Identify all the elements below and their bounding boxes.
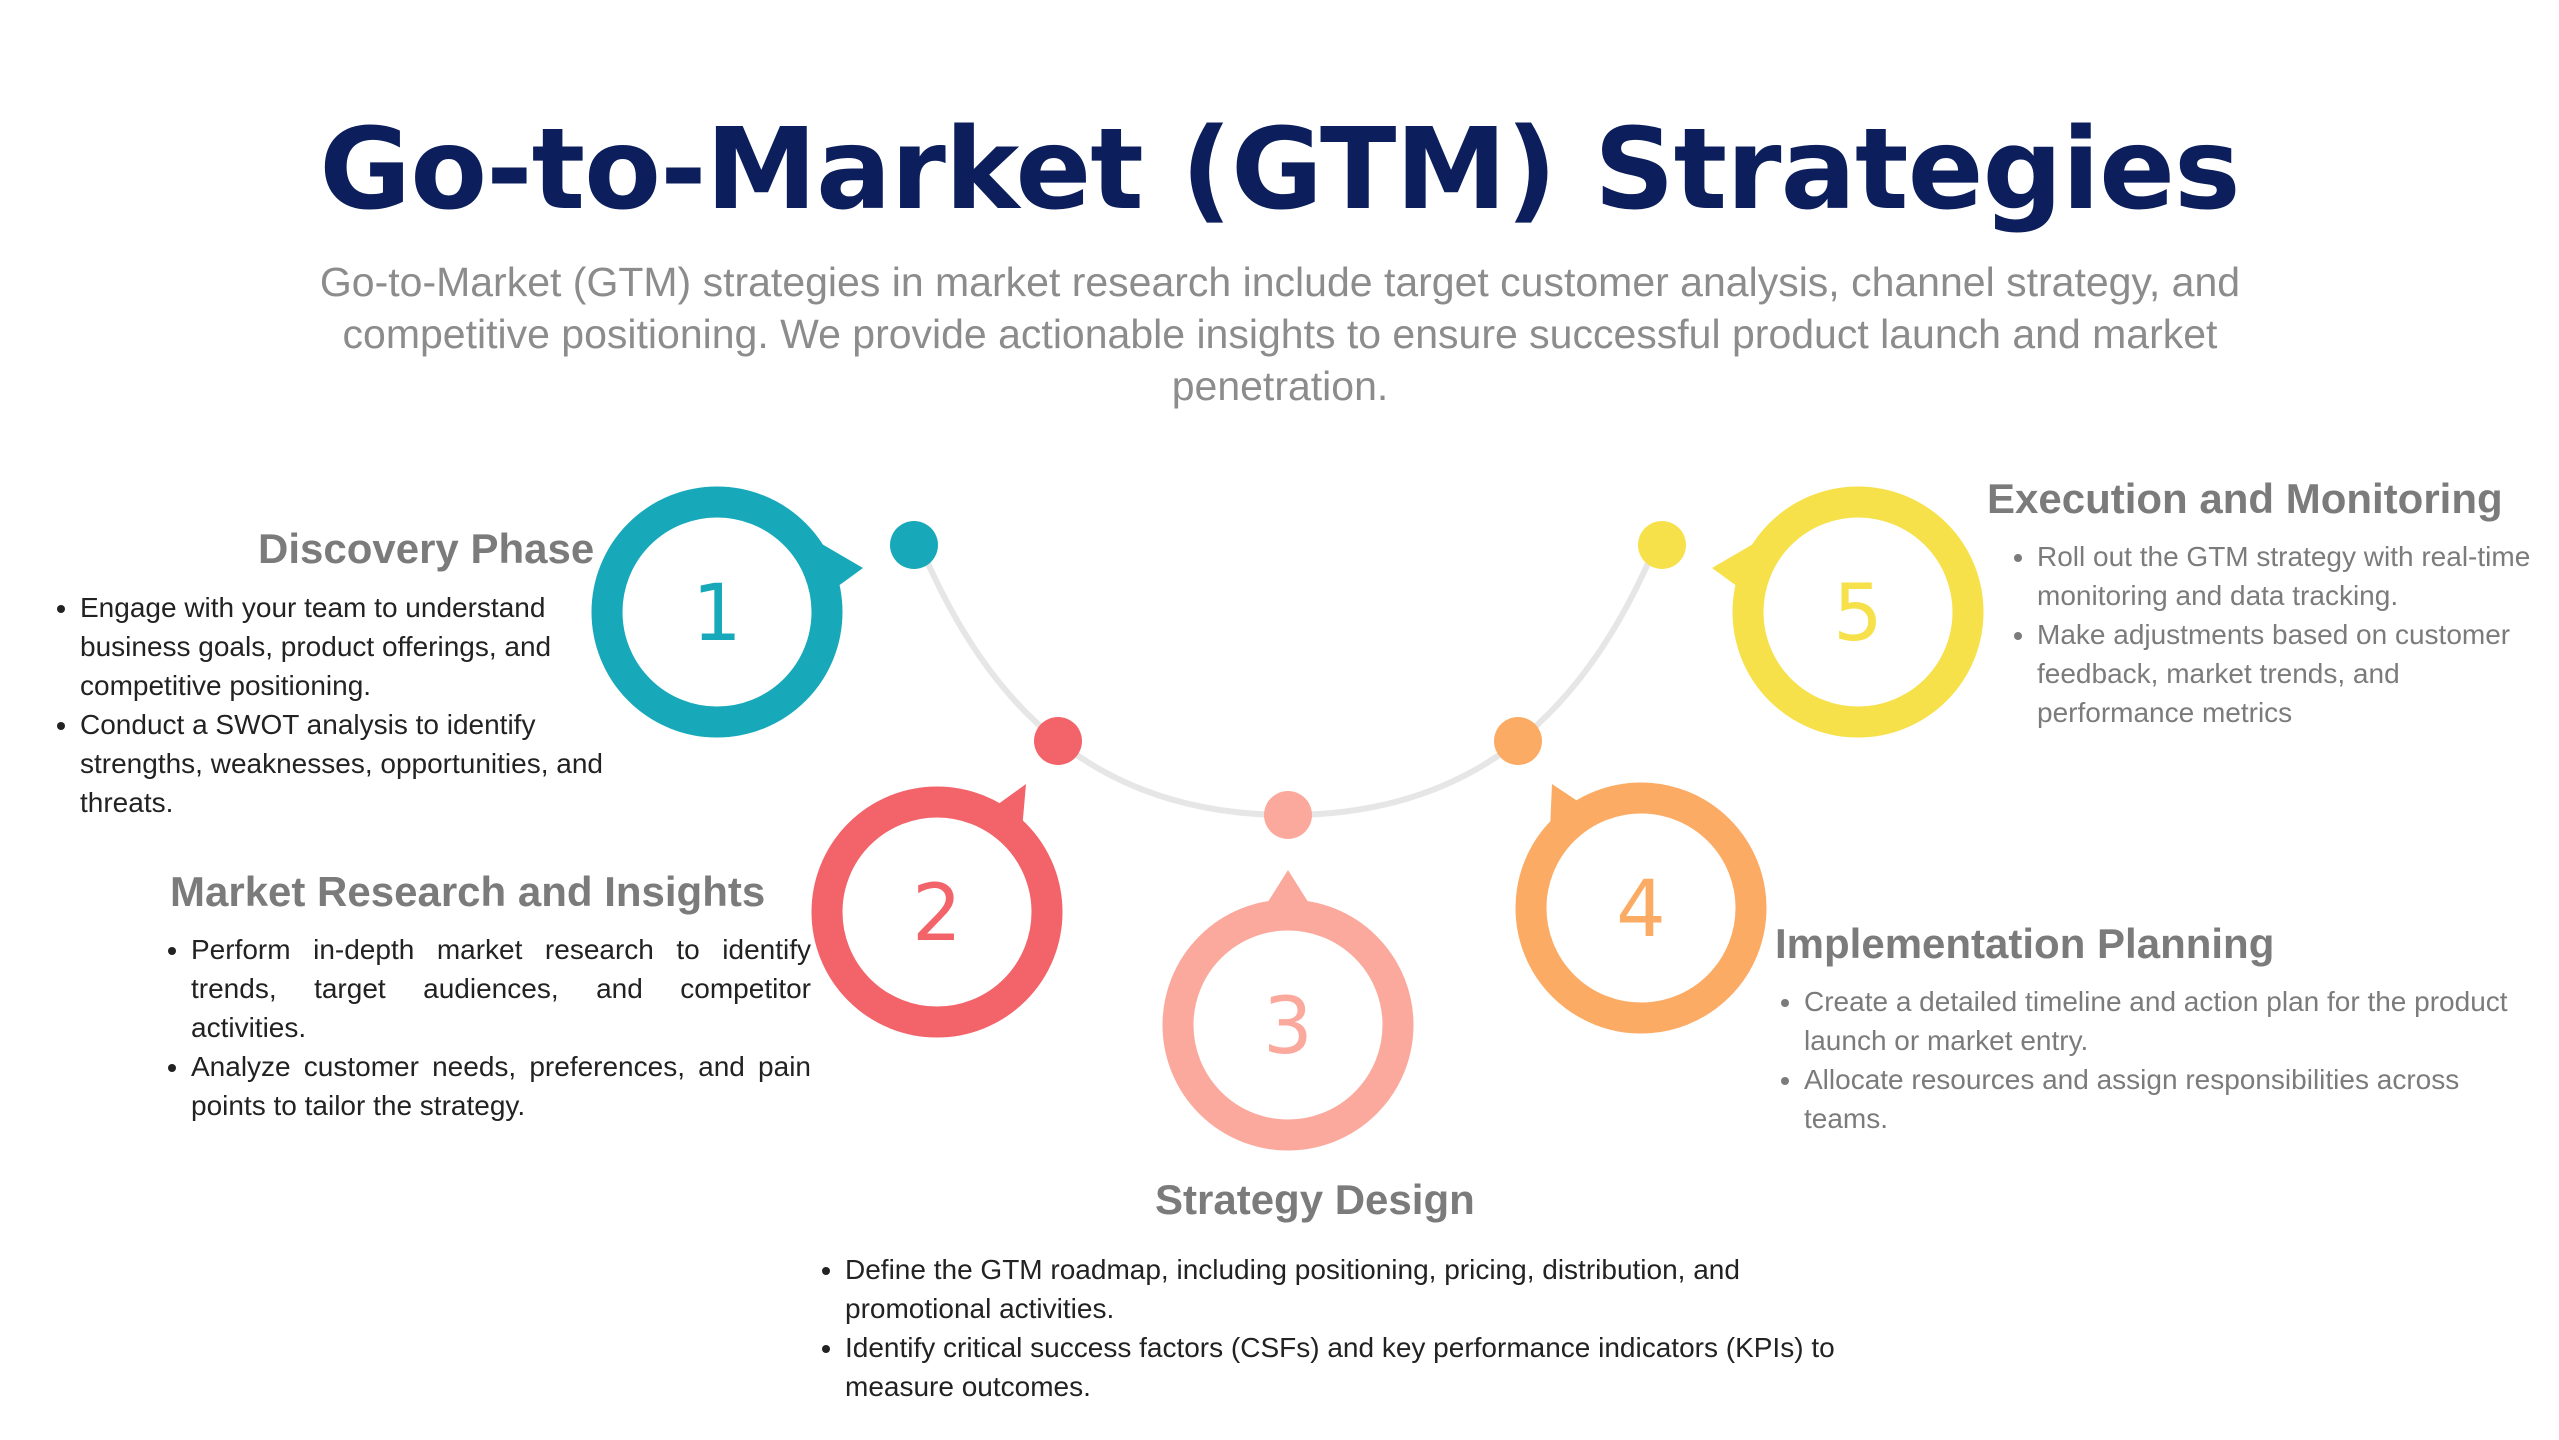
step-2-number: 2 (912, 869, 962, 959)
step-4-bullet: Allocate resources and assign responsibi… (1804, 1060, 2524, 1138)
step-1-dot (890, 521, 938, 569)
step-2-ring: 2 (811, 784, 1063, 1038)
step-5-bullets: Roll out the GTM strategy with real-time… (1997, 537, 2557, 732)
step-1-heading: Discovery Phase (258, 525, 595, 572)
page-subtitle: Go-to-Market (GTM) strategies in market … (319, 259, 2241, 409)
connector-arc (917, 543, 1659, 819)
step-2-heading: Market Research and Insights (170, 868, 766, 915)
step-3-bullet: Identify critical success factors (CSFs)… (845, 1328, 1865, 1406)
step-4-dot (1494, 717, 1542, 765)
step-4-number: 4 (1616, 865, 1666, 955)
step-5-dot (1638, 521, 1686, 569)
step-1-bullets: Engage with your team to understand busi… (40, 588, 630, 822)
step-5-heading: Execution and Monitoring (1987, 475, 2503, 522)
step-3-bullet: Define the GTM roadmap, including positi… (845, 1250, 1865, 1328)
step-1-ring: 1 (591, 486, 863, 738)
step-4-bullet: Create a detailed timeline and action pl… (1804, 982, 2524, 1060)
step-1-bullet: Conduct a SWOT analysis to identify stre… (80, 705, 630, 822)
step-4-bullets: Create a detailed timeline and action pl… (1764, 982, 2524, 1138)
step-3-ring: 3 (1162, 870, 1414, 1151)
step-3-heading: Strategy Design (1155, 1176, 1475, 1223)
step-1-number: 1 (692, 569, 742, 659)
step-5-bullet: Roll out the GTM strategy with real-time… (2037, 537, 2557, 615)
page-title: Go-to-Market (GTM) Strategies (319, 105, 2240, 235)
step-5-number: 5 (1833, 569, 1883, 659)
step-2-bullet: Analyze customer needs, preferences, and… (191, 1047, 811, 1125)
step-2-bullet: Perform in-depth market research to iden… (191, 930, 811, 1047)
step-5-bullet: Make adjustments based on customer feedb… (2037, 615, 2557, 732)
step-2-bullets: Perform in-depth market research to iden… (151, 930, 811, 1125)
step-3-bullets: Define the GTM roadmap, including positi… (805, 1250, 1865, 1406)
step-5-ring: 5 (1712, 486, 1984, 738)
step-2-dot (1034, 717, 1082, 765)
step-4-heading: Implementation Planning (1775, 920, 2275, 967)
step-4-ring: 4 (1515, 782, 1767, 1034)
step-3-number: 3 (1263, 982, 1313, 1072)
step-3-dot (1264, 791, 1312, 839)
step-1-bullet: Engage with your team to understand busi… (80, 588, 630, 705)
